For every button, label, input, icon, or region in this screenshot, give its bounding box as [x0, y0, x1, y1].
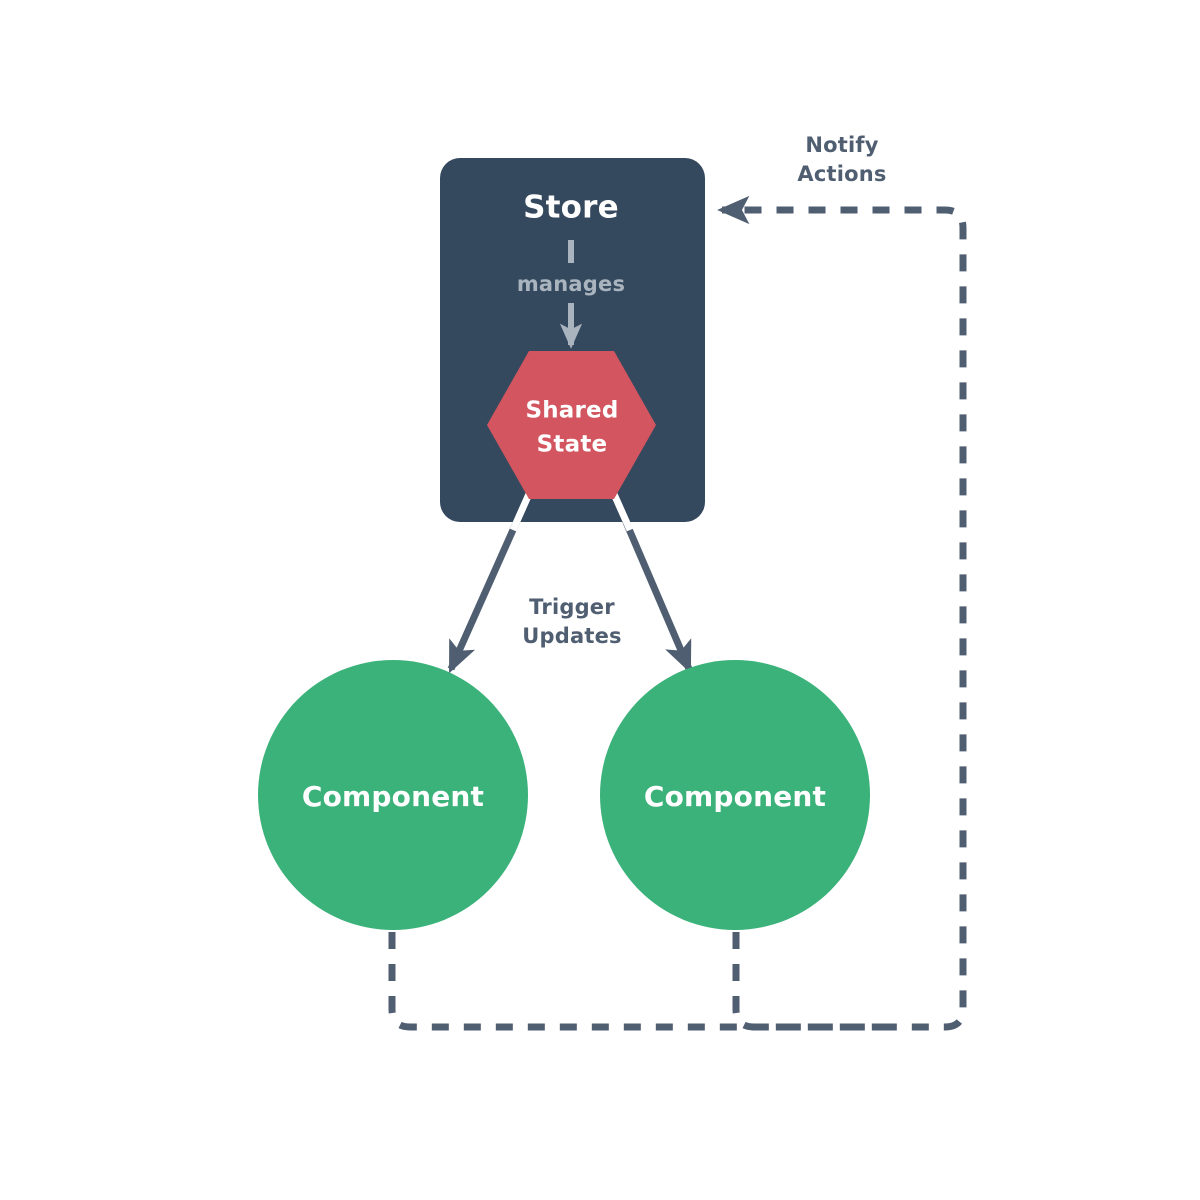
notify-actions-path-right	[732, 932, 900, 1031]
component-left-label: Component	[302, 780, 484, 813]
component-right-label: Component	[644, 780, 826, 813]
store-label: Store	[523, 190, 619, 226]
notify-actions-label-line2: Actions	[797, 162, 886, 186]
manages-label: manages	[517, 272, 625, 296]
trigger-arrow-right-mask	[610, 492, 634, 532]
notify-actions-path-left	[388, 195, 967, 1031]
trigger-arrow-left-mask	[509, 492, 533, 532]
shared-state-label-line1: Shared	[525, 398, 618, 424]
node-component-left[interactable]	[258, 660, 528, 930]
trigger-updates-label-line2: Updates	[522, 624, 621, 648]
node-component-right[interactable]	[600, 660, 870, 930]
node-shared-state[interactable]	[487, 351, 656, 499]
edge-notify-actions	[388, 195, 967, 1031]
notify-actions-label-line1: Notify	[805, 133, 878, 157]
shared-state-label-line2: State	[537, 432, 608, 458]
trigger-updates-label-line1: Trigger	[529, 595, 615, 619]
